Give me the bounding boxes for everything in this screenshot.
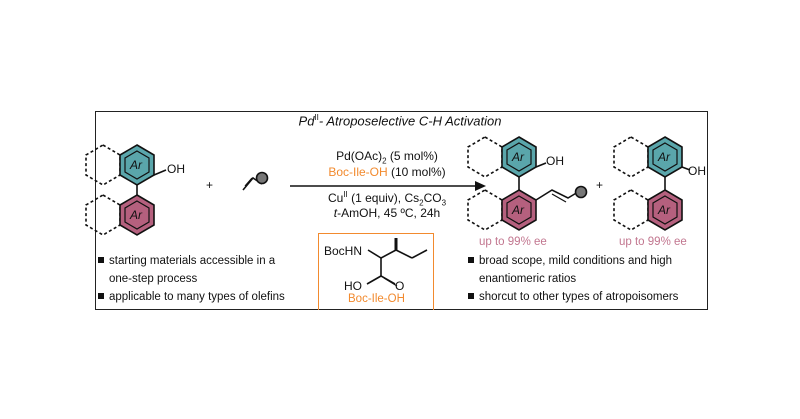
product2-ar-teal: Ar (658, 150, 670, 164)
scheme-frame (95, 111, 708, 310)
ee-product1: up to 99% ee (479, 236, 547, 248)
biaryl-starting-material (85, 144, 167, 236)
product2-oh: OH (688, 164, 706, 178)
condition-catalyst: Pd(OAc)2 (5 mol%) (336, 149, 438, 166)
reaction-arrow (290, 181, 486, 191)
bullet-left-2: applicable to many types of olefins (98, 291, 285, 303)
product1-ar-pink: Ar (512, 203, 524, 217)
boc-ile-oh-structure (366, 238, 428, 287)
ee-product2: up to 99% ee (619, 236, 687, 248)
product1-oh: OH (546, 154, 564, 168)
bullet-right-1-cont: enantiomeric ratios (479, 273, 577, 285)
bullet-right-2: shorcut to other types of atropoisomers (468, 291, 678, 303)
condition-oxidant-base: CuII (1 equiv), Cs2CO3 (327, 190, 447, 208)
oh-label: OH (167, 162, 185, 176)
olefinated-product (467, 136, 588, 231)
ar-label-pink: Ar (130, 208, 142, 222)
product2-ar-pink: Ar (658, 203, 670, 217)
ligand-caption: Boc-Ile-OH (345, 293, 408, 305)
plus-sign-products: + (596, 178, 604, 192)
condition-solvent: t-AmOH, 45 ºC, 24h (333, 206, 441, 220)
ho-label: HO (344, 279, 362, 293)
ar-label-teal: Ar (130, 158, 142, 172)
olefin (242, 171, 269, 191)
bullet-left-1: starting materials accessible in a (98, 255, 275, 267)
ligand-box (318, 233, 434, 310)
carbonyl-o-label: O (395, 279, 405, 293)
product1-ar-teal: Ar (512, 150, 524, 164)
scheme-title: PdII- Atroposelective C-H Activation (298, 113, 502, 129)
bochn-label: BocHN (324, 244, 363, 258)
recovered-biaryl (613, 136, 691, 231)
bullet-right-1: broad scope, mild conditions and high (468, 255, 672, 267)
condition-ligand: Boc-Ile-OH (10 mol%) (328, 165, 446, 179)
bullet-left-1-cont: one-step process (109, 273, 198, 285)
plus-sign: + (206, 178, 214, 192)
